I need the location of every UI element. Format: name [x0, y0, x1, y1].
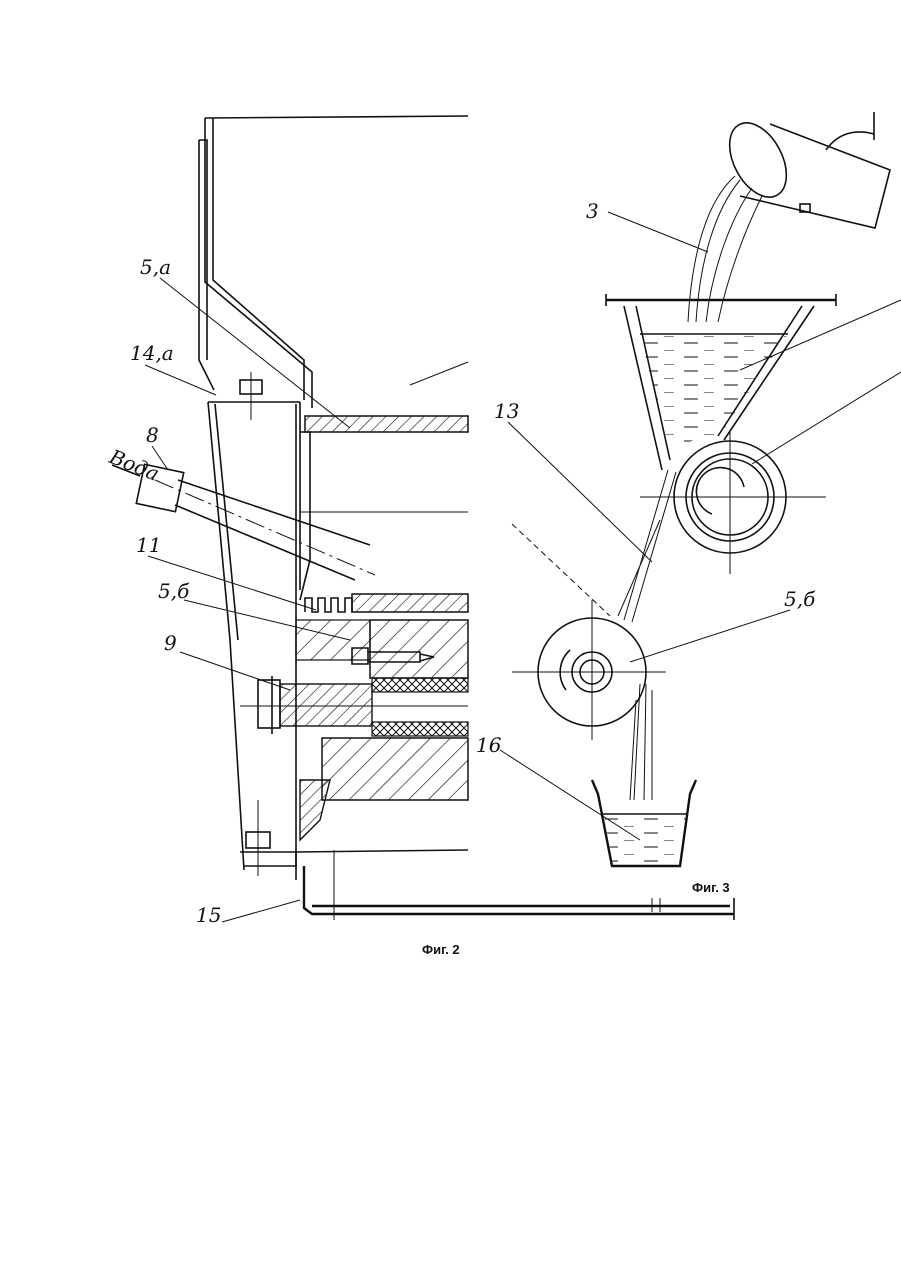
funnel-liquid — [640, 334, 788, 448]
label-16: 16 — [476, 733, 502, 757]
upper-line-to-right — [410, 362, 468, 385]
water-pipe-bottom — [175, 505, 355, 580]
jug-mouth — [718, 113, 798, 206]
middle-left-block — [296, 620, 370, 660]
caption-fig2: Фиг. 2 — [422, 942, 460, 957]
hopper-top-edge — [205, 116, 468, 118]
housing-left-wall — [208, 402, 300, 870]
label-water: Вода — [105, 444, 163, 486]
side-plate — [199, 140, 214, 390]
label-11: 11 — [136, 533, 161, 557]
water-pipe-axis — [155, 480, 375, 575]
leader-upper-roller — [752, 372, 901, 464]
middle-plate-top — [352, 594, 468, 612]
leader-14a — [145, 365, 216, 395]
base-frame — [240, 850, 468, 866]
label-14a: 14,a — [130, 341, 174, 365]
shaft-sleeve — [280, 684, 372, 726]
label-5a: 5,a — [140, 255, 171, 279]
roller-band-top — [372, 678, 468, 692]
leader-5a — [160, 278, 350, 428]
leader-16 — [500, 750, 640, 840]
leader-15 — [222, 900, 300, 922]
shaft-hub — [258, 680, 280, 728]
figure-3: 3 13 5,б 16 Фиг. 3 — [476, 112, 901, 895]
film-strip — [618, 470, 676, 622]
caption-fig3: Фиг. 3 — [692, 880, 730, 895]
label-15: 15 — [196, 903, 221, 927]
label-8: 8 — [146, 423, 159, 447]
leader-5b-fig3 — [630, 610, 790, 662]
hopper-inner-wall — [213, 118, 304, 400]
label-13: 13 — [494, 399, 519, 423]
label-5b-fig2: 5,б — [158, 579, 190, 603]
comb-teeth — [305, 598, 352, 612]
label-3: 3 — [586, 199, 599, 223]
lower-scraper — [300, 780, 330, 840]
upper-chute-plate — [305, 416, 468, 432]
roller-band-bottom — [372, 722, 468, 736]
lower-block — [322, 738, 468, 800]
hopper-outer-wall — [205, 118, 312, 408]
middle-block — [370, 620, 468, 678]
upper-roller-rotation-arrow — [696, 468, 744, 514]
label-9: 9 — [164, 631, 177, 655]
dashed-guide-line — [512, 524, 610, 616]
collector-liquid — [604, 814, 688, 864]
jug-handle — [826, 132, 874, 150]
leader-9 — [180, 652, 290, 690]
feed-gap-wedge — [300, 432, 310, 600]
lower-roller-rotation-arrow — [560, 650, 570, 690]
drip-stream — [630, 684, 652, 800]
label-5b-fig3: 5,б — [784, 587, 816, 611]
jug-body — [740, 124, 890, 228]
leader-3 — [608, 212, 708, 252]
base-tray — [304, 866, 734, 914]
